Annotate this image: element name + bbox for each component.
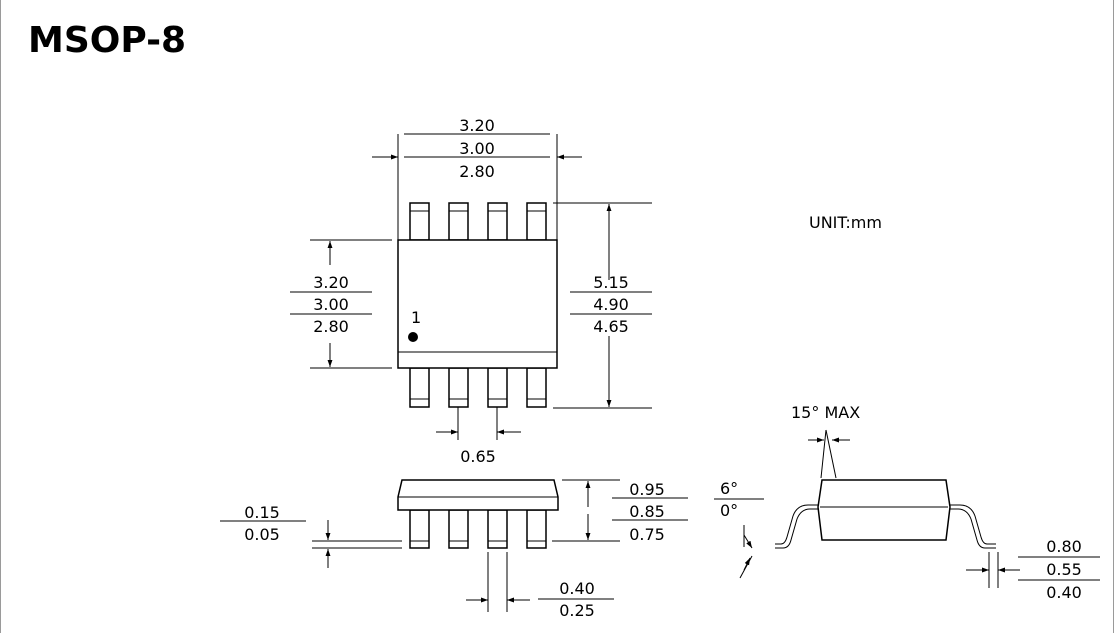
foot-length-dim-nom: 0.55 — [1046, 560, 1082, 579]
pin-top-3 — [487, 202, 508, 241]
body-height-dim-nom: 3.00 — [313, 295, 349, 314]
overall-height-dim-max: 5.15 — [593, 273, 629, 292]
side-lead-3 — [487, 509, 508, 549]
pin-bottom-4 — [526, 367, 547, 408]
page-title: MSOP-8 — [28, 20, 187, 61]
package-body-side — [397, 479, 559, 511]
side-lead-1 — [409, 509, 430, 549]
gull-wing-lead-left — [775, 508, 820, 549]
body-height-dim-min: 2.80 — [313, 317, 349, 336]
pin-top-1 — [409, 202, 430, 241]
standoff-dim-min: 0.05 — [244, 525, 280, 544]
side-view: 0.95 0.85 0.75 0.15 0.05 0.40 0.25 — [220, 479, 688, 620]
width-dim-nom: 3.00 — [459, 139, 495, 158]
package-height-dim-nom: 0.85 — [629, 502, 665, 521]
gull-wing-lead-right — [948, 508, 996, 549]
overall-height-dim-min: 4.65 — [593, 317, 629, 336]
pin-top-2 — [448, 202, 469, 241]
pin-bottom-2 — [448, 367, 469, 408]
unit-label: UNIT:mm — [809, 213, 882, 232]
foot-length-dim-min: 0.40 — [1046, 583, 1082, 602]
overall-height-dim-nom: 4.90 — [593, 295, 629, 314]
lead-width-dim-max: 0.40 — [559, 579, 595, 598]
pin1-dot — [408, 332, 418, 342]
package-body-end — [817, 479, 951, 541]
foot-angle-max: 6° — [720, 479, 738, 498]
body-height-dim-max: 3.20 — [313, 273, 349, 292]
package-height-dim-min: 0.75 — [629, 525, 665, 544]
frame-border-left — [0, 0, 1, 633]
pin-top-4 — [526, 202, 547, 241]
standoff-dim-max: 0.15 — [244, 503, 280, 522]
end-view: 15° MAX 6° 0° 0.80 0.55 0.40 — [714, 403, 1100, 602]
side-lead-2 — [448, 509, 469, 549]
lead-width-dim-min: 0.25 — [559, 601, 595, 620]
foot-length-dim-max: 0.80 — [1046, 537, 1082, 556]
width-dim-max: 3.20 — [459, 116, 495, 135]
package-height-dim-max: 0.95 — [629, 480, 665, 499]
foot-angle-min: 0° — [720, 501, 738, 520]
draft-angle-label: 15° MAX — [791, 403, 860, 422]
top-pins — [409, 202, 547, 241]
width-dim-min: 2.80 — [459, 162, 495, 181]
pin-bottom-3 — [487, 367, 508, 408]
pin1-label: 1 — [411, 308, 421, 327]
bottom-pins — [409, 367, 547, 408]
frame-border-right — [1113, 0, 1114, 633]
pin-bottom-1 — [409, 367, 430, 408]
package-body-top — [397, 239, 558, 369]
top-view: 1 3.20 3.00 2.80 3.20 3.00 2.80 — [290, 116, 652, 466]
side-lead-4 — [526, 509, 547, 549]
pitch-dim: 0.65 — [460, 447, 496, 466]
